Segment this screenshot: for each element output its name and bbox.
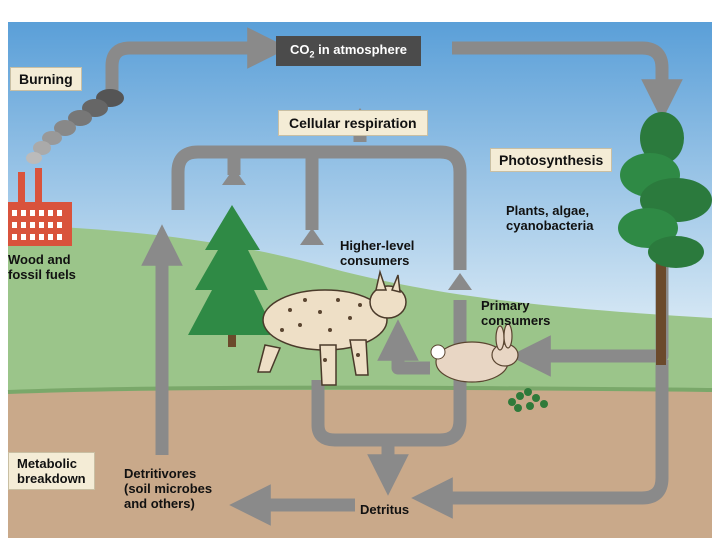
wood-line-1: Wood and xyxy=(8,252,71,267)
co2-subscript: 2 xyxy=(309,49,315,60)
higher-line-1: Higher-level xyxy=(340,238,415,253)
detritus-label: Detritus xyxy=(360,502,410,517)
grass-line xyxy=(7,385,713,394)
rabbit-icon xyxy=(430,323,519,383)
smoke-icon xyxy=(26,89,124,164)
arrowhead-primary-up xyxy=(448,273,472,290)
higher-level-consumers-label: Higher-level consumers xyxy=(340,238,414,268)
wood-line-2: fossil fuels xyxy=(8,267,76,282)
metabolic-breakdown-label: Metabolic breakdown xyxy=(8,452,95,490)
co2-atmosphere-label: CO2 in atmosphere xyxy=(276,36,421,66)
wood-fossil-fuels-label: Wood and fossil fuels xyxy=(8,252,76,282)
arrow-primary-to-higher xyxy=(377,319,430,375)
tall-tree-icon xyxy=(618,112,712,365)
primary-line-1: Primary xyxy=(481,298,530,313)
primary-consumers-label: Primary consumers xyxy=(481,298,550,328)
detritivores-line-1: Detritivores xyxy=(124,466,197,481)
arrow-burning-to-co2 xyxy=(105,27,289,92)
detritivores-label: Detritivores (soil microbes and others) xyxy=(124,466,212,511)
co2-prefix: CO xyxy=(290,42,310,57)
factory-icon xyxy=(8,168,72,246)
detritivores-line-3: and others) xyxy=(124,496,195,511)
arrowhead-plants xyxy=(222,168,246,185)
metabolic-line-1: Metabolic xyxy=(17,456,77,471)
primary-line-2: consumers xyxy=(481,313,551,328)
pine-tree-icon xyxy=(188,205,276,347)
plants-label: Plants, algae, cyanobacteria xyxy=(506,203,593,233)
detritivores-line-2: (soil microbes xyxy=(124,481,213,496)
arrow-co2-to-photosynthesis xyxy=(452,41,683,121)
higher-line-2: consumers xyxy=(340,253,410,268)
ground xyxy=(8,390,712,538)
metabolic-line-2: breakdown xyxy=(17,471,86,486)
plants-line-2: cyanobacteria xyxy=(506,218,594,233)
arrow-tree-to-detritus xyxy=(411,360,669,519)
respiration-manifold xyxy=(171,145,467,270)
photosynthesis-label: Photosynthesis xyxy=(490,148,613,172)
bobcat-icon xyxy=(257,269,407,386)
cellular-respiration-label: Cellular respiration xyxy=(278,110,428,136)
co2-suffix: in atmosphere xyxy=(314,42,407,57)
burning-label: Burning xyxy=(10,67,82,91)
arrowhead-higher-up xyxy=(300,228,324,245)
small-plant-icon xyxy=(508,388,548,412)
plants-line-1: Plants, algae, xyxy=(506,203,590,218)
